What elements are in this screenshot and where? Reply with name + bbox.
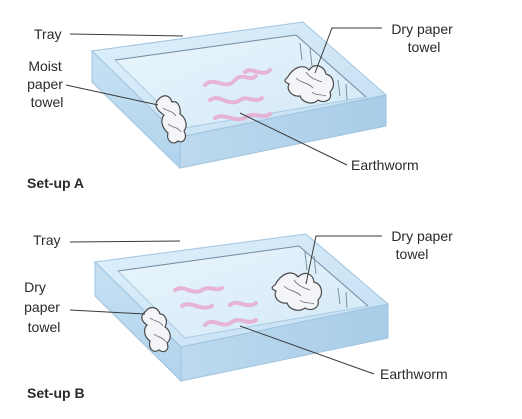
setup-b-caption: Set-up B [27,385,85,401]
earthworms-a [203,68,272,122]
tray-b [93,233,390,383]
dry-paper-towel-b-left [141,306,171,353]
earthworm-label-a: Earthworm [351,157,419,173]
tray-label-b: Tray [33,232,60,248]
earthworm-b-1 [173,286,224,294]
earthworm-a-1 [203,74,258,87]
moist-paper-towel-a [155,95,187,144]
dry-towel-label-a: Dry paper towel [391,21,456,55]
dry-paper-towel-b-right [271,272,323,311]
setup-b: Tray Dry paper towel Dry paper towel Ear… [24,228,456,401]
earthworms-b [173,286,258,327]
dry-towel-right-label-b: Dry paper towel [391,228,456,262]
setup-a: Tray Moist paper towel Dry paper towel E… [27,21,456,191]
moist-towel-label-a: Moist paper towel [27,58,67,110]
dry-paper-towel-a [284,65,335,104]
tray-b-side [180,303,389,382]
dry-towel-left-label-b: Dry paper towel [24,279,64,335]
setup-a-caption: Set-up A [27,175,84,191]
earthworm-a-3 [213,112,272,122]
earthworm-b-3 [203,318,258,327]
tray-a [90,21,388,170]
earthworm-label-b: Earthworm [380,366,448,382]
earthworm-a-4 [243,68,272,75]
tray-label-a: Tray [34,26,61,42]
earthworm-a-2 [208,96,264,105]
tray-a-side [179,94,387,169]
earthworm-b-2 [180,302,214,310]
earthworm-b-4 [228,300,258,308]
